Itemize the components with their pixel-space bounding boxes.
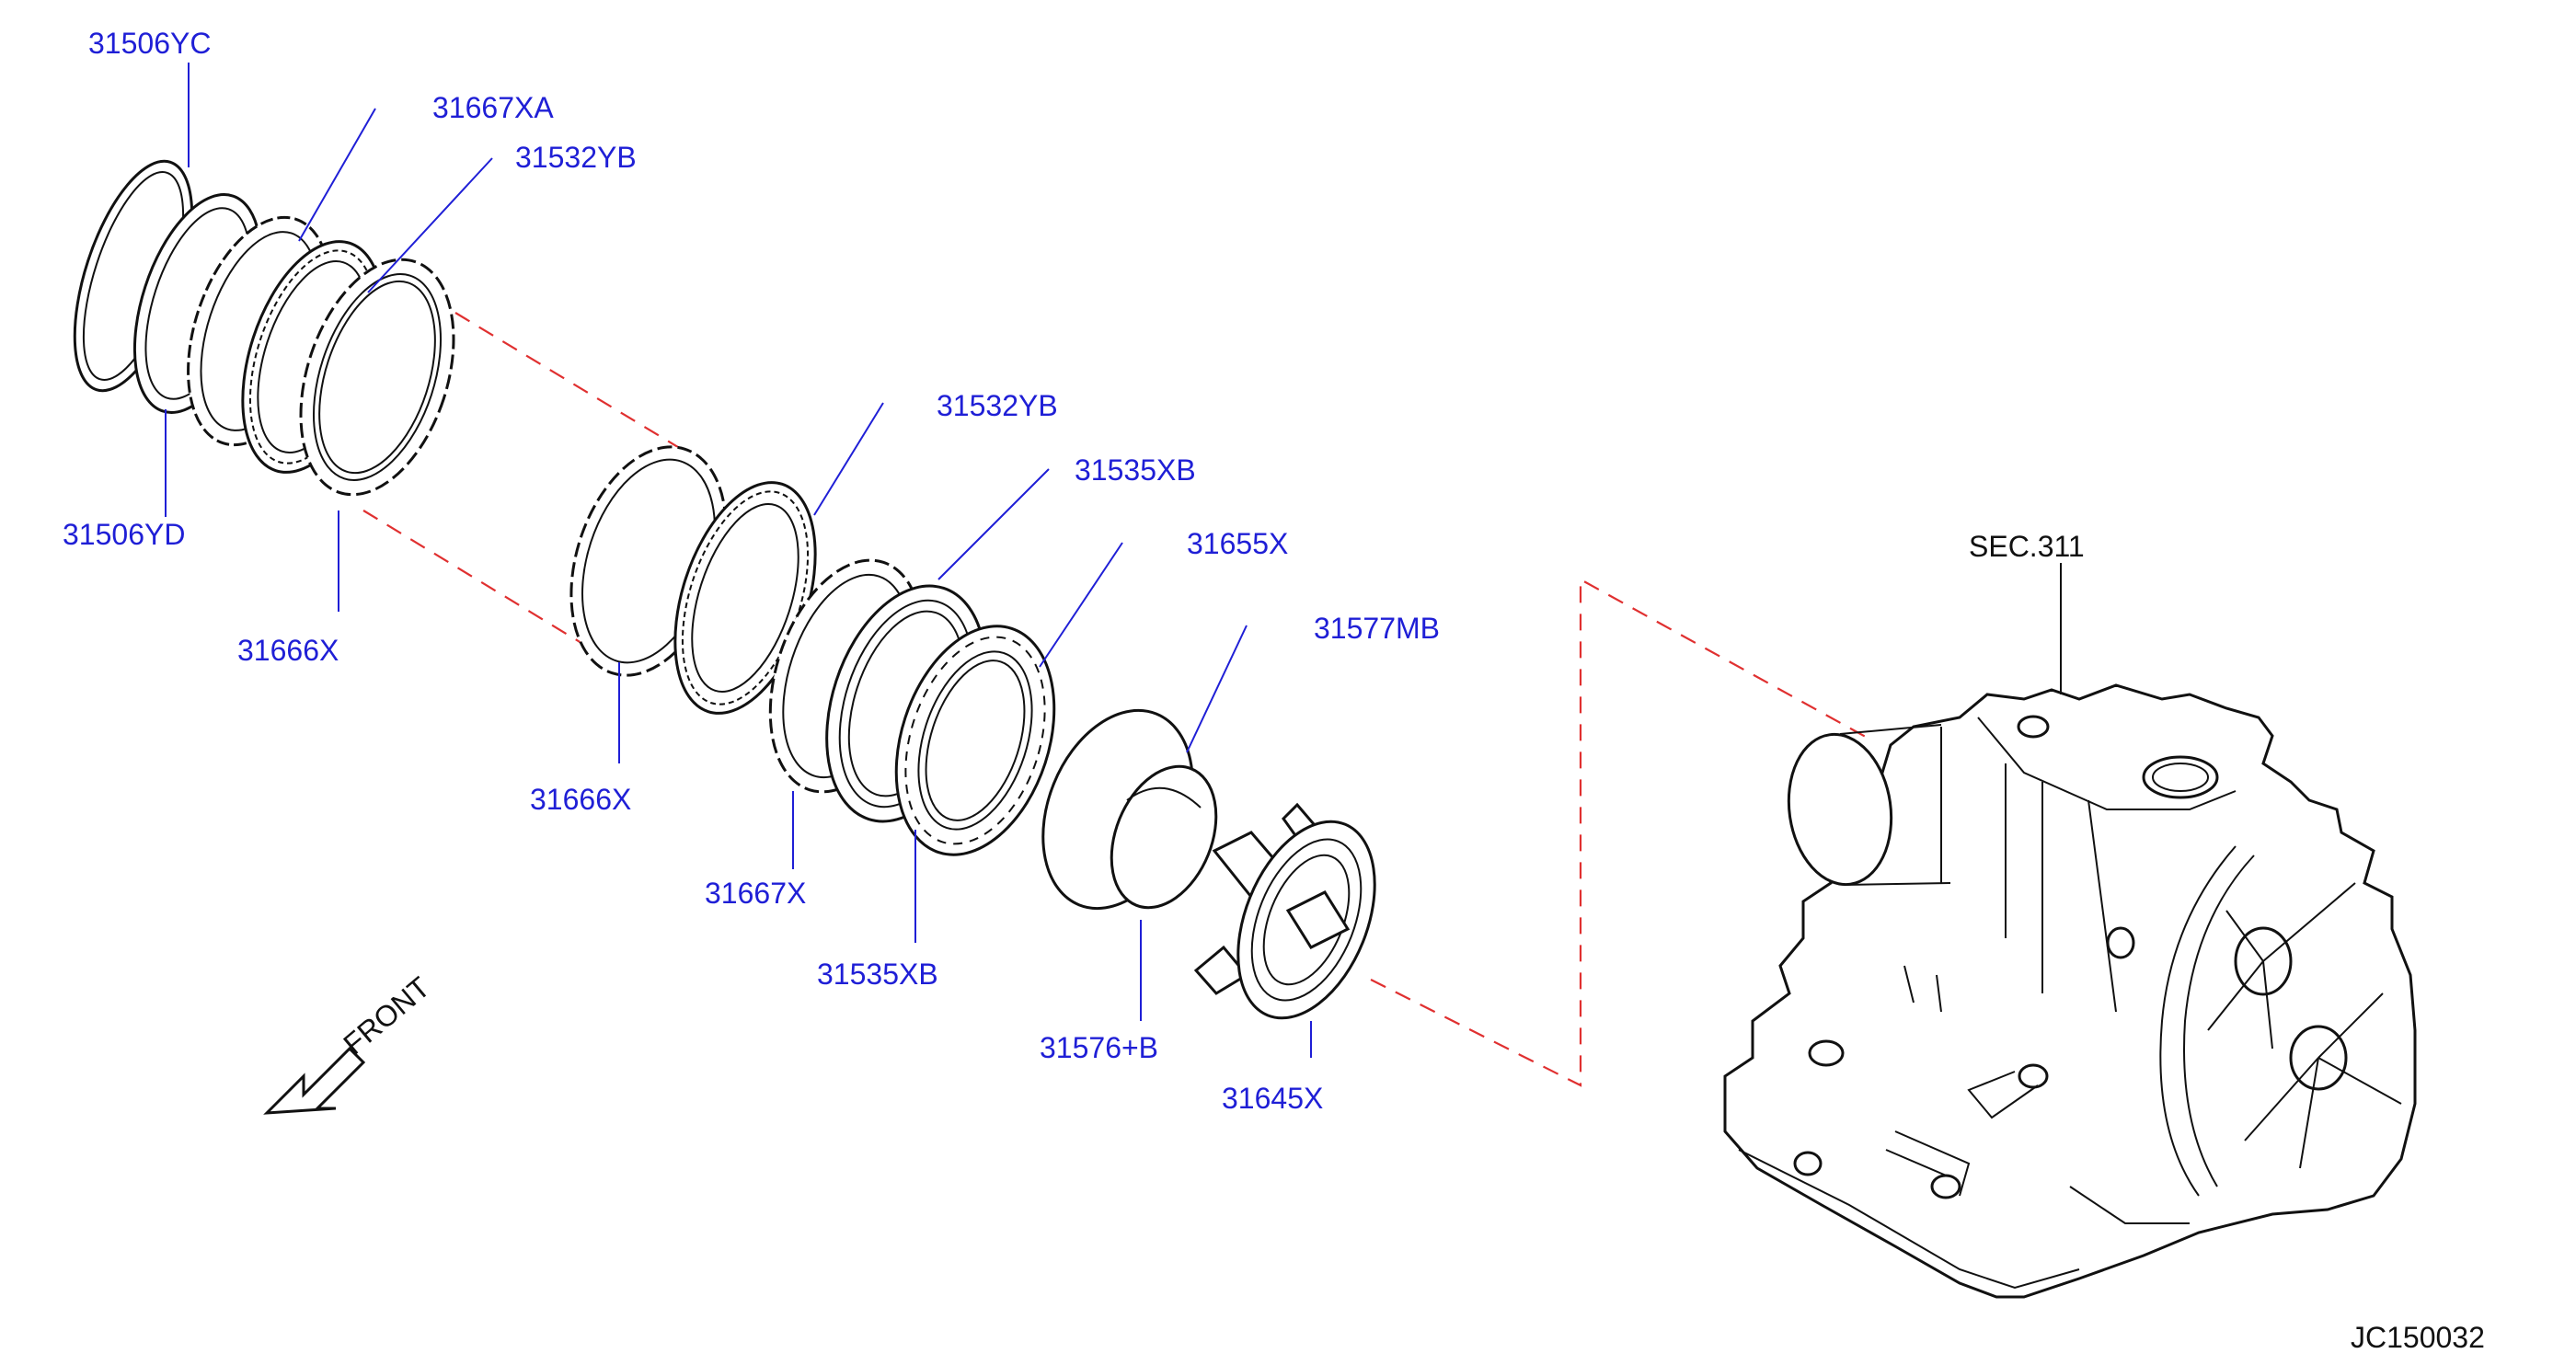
front-label: FRONT: [337, 970, 436, 1061]
drive-plate-31666x-upper[interactable]: [273, 240, 481, 514]
part-label-31577mb[interactable]: 31577MB: [1314, 612, 1440, 645]
part-label-31666x-lower[interactable]: 31666X: [530, 783, 631, 816]
seal-31576b[interactable]: [1092, 751, 1236, 923]
spring-retainer-31655x[interactable]: [868, 606, 1081, 876]
part-label-31667xa[interactable]: 31667XA: [432, 91, 554, 124]
part-label-31532yb-lower[interactable]: 31532YB: [937, 389, 1058, 422]
part-label-31506yc[interactable]: 31506YC: [88, 27, 211, 60]
part-label-31655x[interactable]: 31655X: [1187, 527, 1288, 560]
part-label-31532yb-upper[interactable]: 31532YB: [515, 141, 637, 174]
part-label-31645x[interactable]: 31645X: [1222, 1082, 1323, 1115]
part-label-31535xb-upper[interactable]: 31535XB: [1075, 453, 1196, 487]
piston-31645x[interactable]: [1193, 801, 1401, 1038]
transmission-case-illustration: [1723, 683, 2417, 1299]
part-label-31667x[interactable]: 31667X: [705, 877, 806, 910]
front-arrow-icon: [263, 1046, 366, 1115]
snap-ring-31506yc[interactable]: [51, 147, 215, 404]
part-label-31576b[interactable]: 31576+B: [1040, 1031, 1158, 1064]
section-reference[interactable]: SEC.311: [1969, 530, 2085, 563]
leader-lines: [165, 63, 2062, 1058]
part-label-31506yd[interactable]: 31506YD: [63, 518, 185, 551]
part-label-31535xb-lower[interactable]: 31535XB: [817, 958, 938, 991]
part-label-31666x-upper[interactable]: 31666X: [237, 634, 339, 667]
assembly-lines: [362, 312, 1873, 1087]
diagram-code: JC150032: [2351, 1321, 2485, 1354]
